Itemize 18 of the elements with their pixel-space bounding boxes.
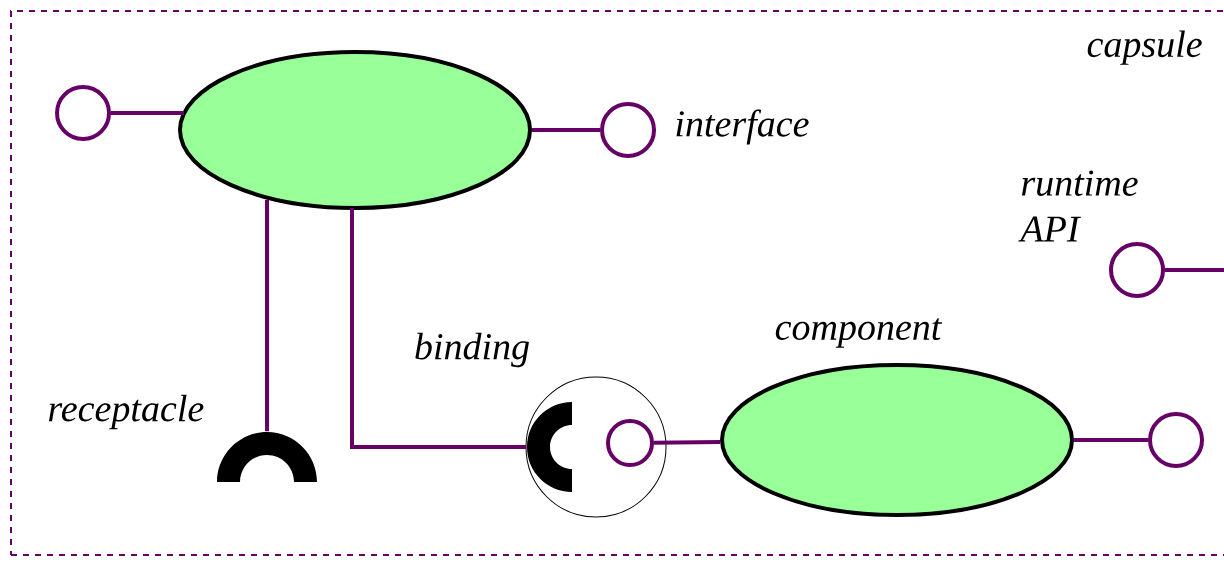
node-label: binding — [415, 332, 529, 368]
node-label: receptacle — [48, 394, 204, 430]
node-label: runtime API — [1018, 170, 1138, 242]
interface-circle — [606, 419, 654, 467]
node-label: component — [775, 318, 943, 348]
connector-line — [265, 200, 269, 432]
component-ellipse — [178, 50, 532, 210]
connector-line — [1074, 438, 1148, 442]
connector-line — [654, 439, 721, 445]
interface-circle — [1148, 412, 1204, 468]
interface-circle — [55, 85, 111, 141]
connector-line — [350, 208, 527, 449]
connector-line — [111, 111, 184, 115]
node-label: interface — [676, 109, 809, 145]
connector-line — [532, 128, 600, 132]
node-label: capsule — [1087, 30, 1202, 65]
connector-line — [1165, 268, 1224, 272]
receptacle-symbol — [527, 402, 572, 492]
